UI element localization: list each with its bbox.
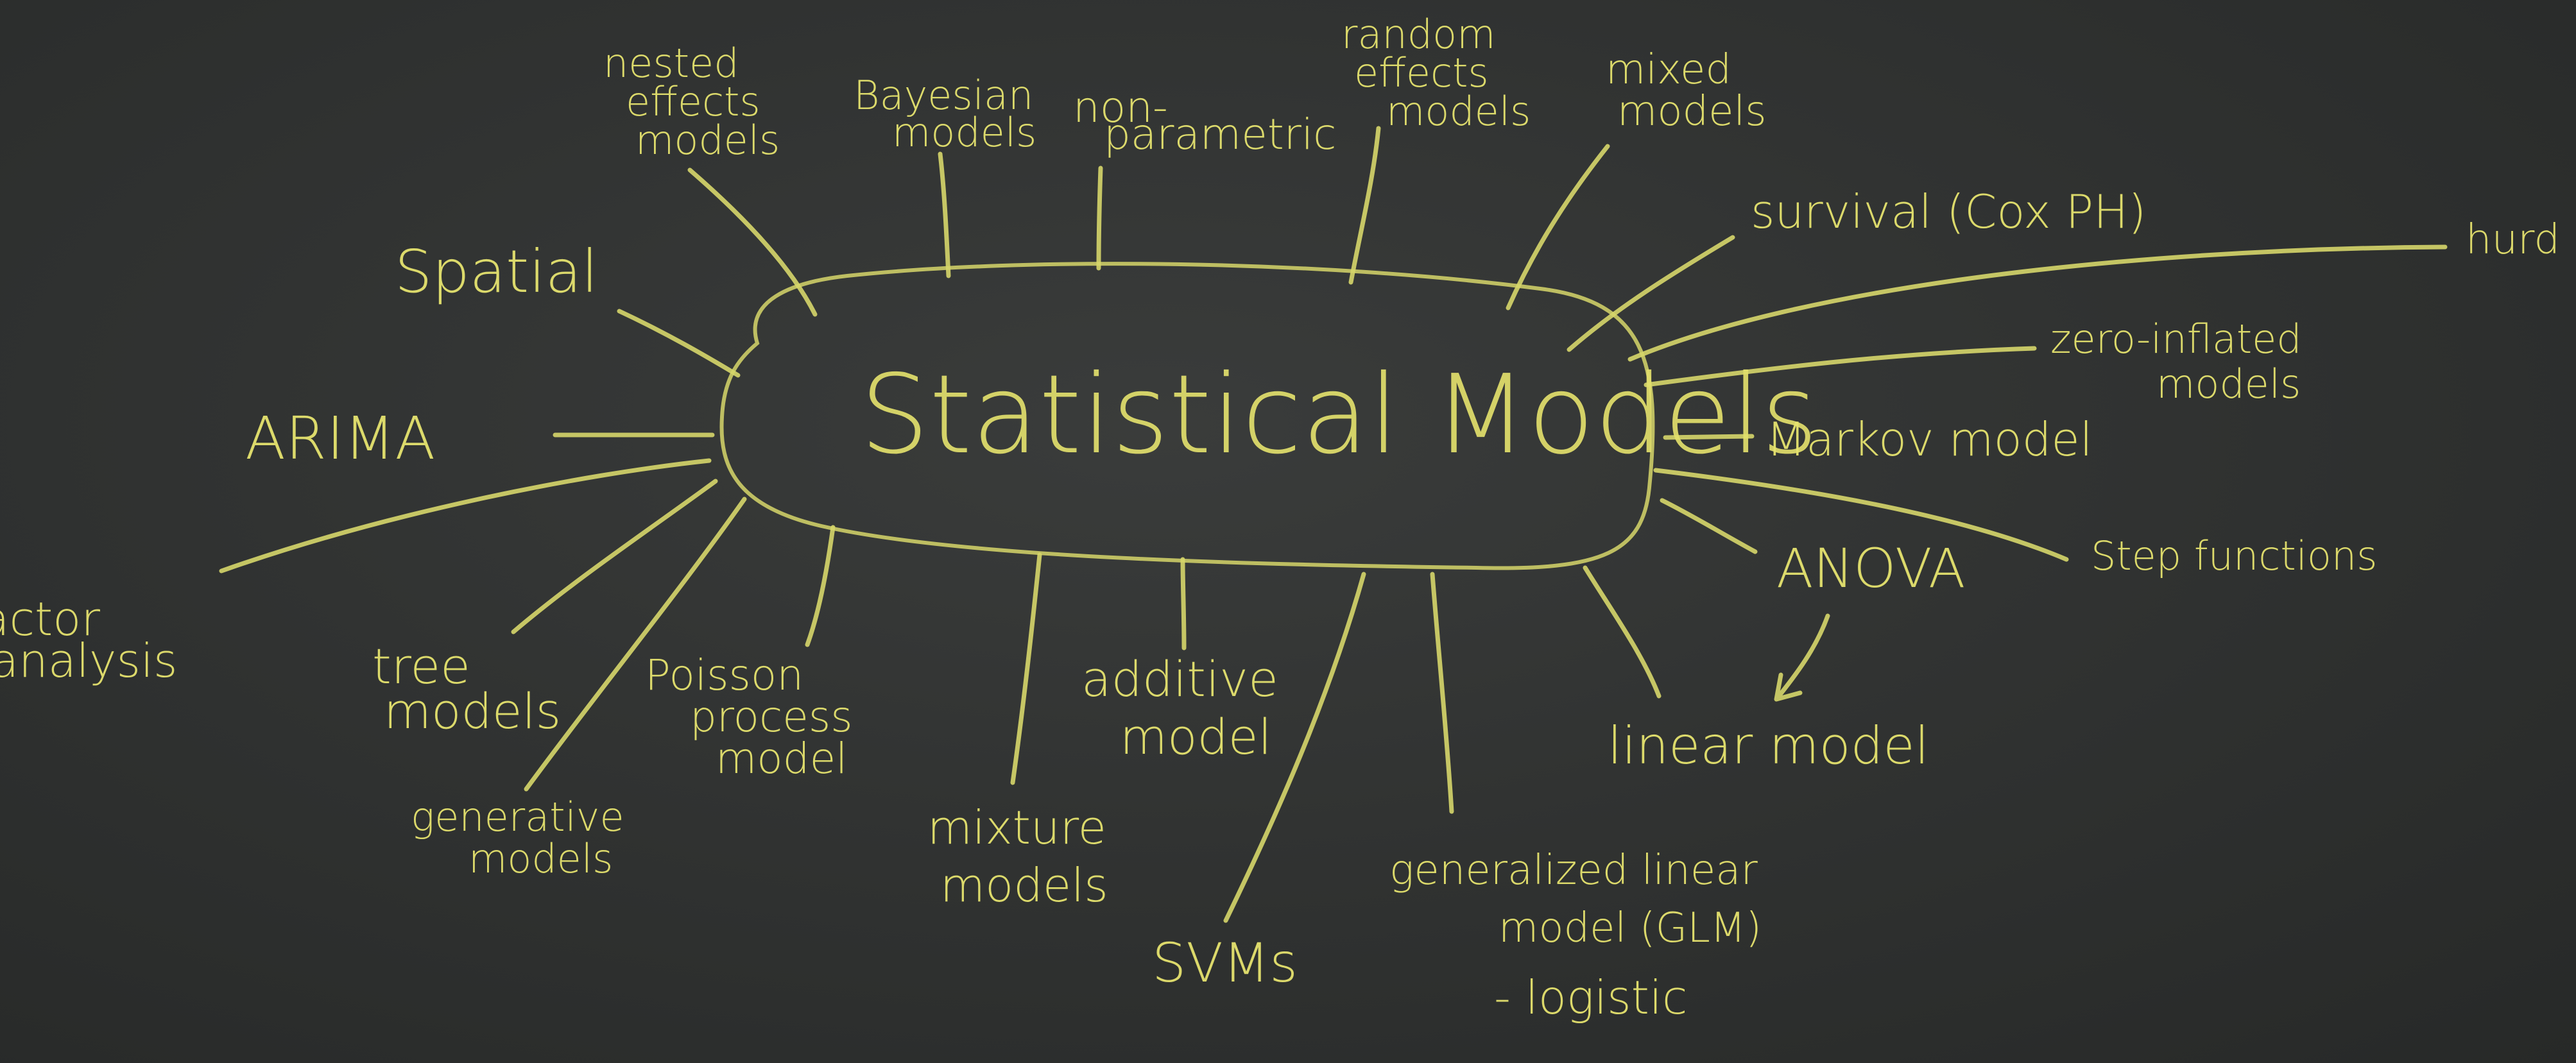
link-zero xyxy=(1644,346,2037,387)
link-generative xyxy=(524,497,747,792)
topic-additive-model: additive model xyxy=(1081,651,1294,765)
topic-factor-analysis: factor analysis xyxy=(0,592,178,688)
topic-generalized-linear-model: generalized linear model (GLM) xyxy=(1389,847,1771,952)
link-hurdle xyxy=(1627,244,2448,362)
link-tree xyxy=(511,479,718,634)
topic-spatial: Spatial xyxy=(395,237,598,306)
topic-mixed-models: mixed models xyxy=(1606,46,1767,135)
link-nested xyxy=(687,167,818,317)
topic-zero-inflated-models: zero-inflated models xyxy=(2050,316,2314,407)
link-mixed xyxy=(1506,144,1610,310)
link-mixture xyxy=(1010,552,1042,785)
topic-arima: ARIMA xyxy=(245,404,435,473)
link-glm xyxy=(1430,572,1454,814)
center-title: Statistical Models xyxy=(860,352,1818,479)
topic-non-parametric: non- parametric xyxy=(1073,83,1336,159)
topic-bayesian-models: Bayesian models xyxy=(854,72,1046,156)
topic-generative-models: generative models xyxy=(411,794,637,882)
link-anova xyxy=(1660,498,1758,554)
link-random xyxy=(1348,126,1381,285)
link-survival xyxy=(1567,235,1735,352)
topic-anova: ANOVA xyxy=(1776,537,1966,600)
link-additive xyxy=(1180,557,1187,651)
topic-tree-models: tree models xyxy=(372,638,561,740)
topic-hurdle: hurd xyxy=(2466,216,2560,264)
link-linear xyxy=(1583,565,1662,699)
topic-markov-model: Markov model xyxy=(1766,412,2093,466)
topic-step-functions: Step functions xyxy=(2091,532,2377,579)
link-poisson xyxy=(805,525,836,647)
topic-poisson-process-model: Poisson process model xyxy=(645,651,866,783)
link-factor xyxy=(219,458,712,574)
center-ellipse xyxy=(719,262,1655,570)
link-svm xyxy=(1223,572,1366,923)
link-bayesian xyxy=(938,151,951,278)
topic-mixture-models: mixture models xyxy=(927,801,1121,912)
link-step xyxy=(1653,468,2069,562)
topic-survival-cox-ph: survival (Cox PH) xyxy=(1751,185,2146,239)
anova-arrow xyxy=(1774,613,1830,702)
topic-logistic: - logistic xyxy=(1494,971,1687,1025)
link-markov xyxy=(1663,434,1755,440)
link-nonparametric xyxy=(1096,166,1103,271)
link-spatial xyxy=(617,309,741,378)
topic-linear-model: linear model xyxy=(1608,716,1929,776)
topic-random-effects-models: random effects models xyxy=(1341,11,1531,135)
topic-nested-effects-models: nested effects models xyxy=(603,40,780,164)
topic-svms: SVMs xyxy=(1152,931,1298,994)
